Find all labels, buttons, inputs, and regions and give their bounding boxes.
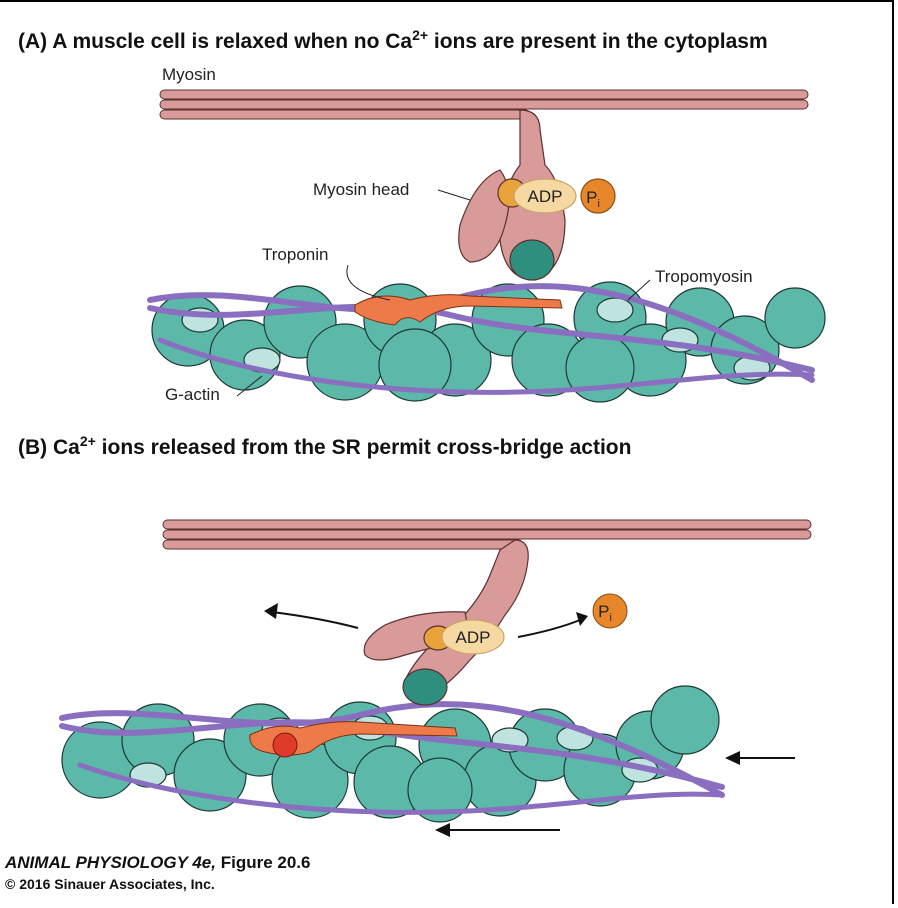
pi-label-a: Pi — [586, 188, 600, 210]
panel-a-title: (A) A muscle cell is relaxed when no Ca2… — [18, 27, 768, 53]
leader-troponin — [346, 264, 391, 301]
figure-credit: ANIMAL PHYSIOLOGY 4e, Figure 20.6 — [5, 853, 311, 872]
myosin-filament-a — [159, 89, 809, 120]
label-myosin: Myosin — [162, 65, 216, 84]
myosin-filament-b — [162, 519, 812, 550]
copyright: © 2016 Sinauer Associates, Inc. — [5, 876, 215, 892]
calcium-ion — [272, 732, 298, 758]
leader-g-actin — [236, 375, 263, 397]
leader-tropomyosin — [627, 279, 651, 301]
pi-circle-b — [592, 593, 628, 629]
label-troponin: Troponin — [262, 245, 328, 264]
leader-myosin-head — [437, 189, 471, 201]
label-myosin-head: Myosin head — [313, 180, 409, 199]
power-stroke-arrow — [271, 611, 359, 629]
troponin-complex-a — [354, 294, 563, 326]
arrows-b — [264, 603, 795, 837]
troponin-complex-b — [249, 721, 458, 758]
pi-release-arrow — [517, 619, 581, 638]
label-tropomyosin: Tropomyosin — [655, 267, 753, 286]
panel-b-title: (B) Ca2+ ions released from the SR permi… — [18, 433, 631, 459]
adp-label-a: ADP — [528, 187, 563, 206]
myosin-head-a — [458, 109, 616, 281]
myosin-head-b — [363, 539, 529, 706]
label-g-actin: G-actin — [165, 385, 220, 404]
adp-label-b: ADP — [456, 628, 491, 647]
pi-label-b: Pi — [598, 602, 612, 624]
